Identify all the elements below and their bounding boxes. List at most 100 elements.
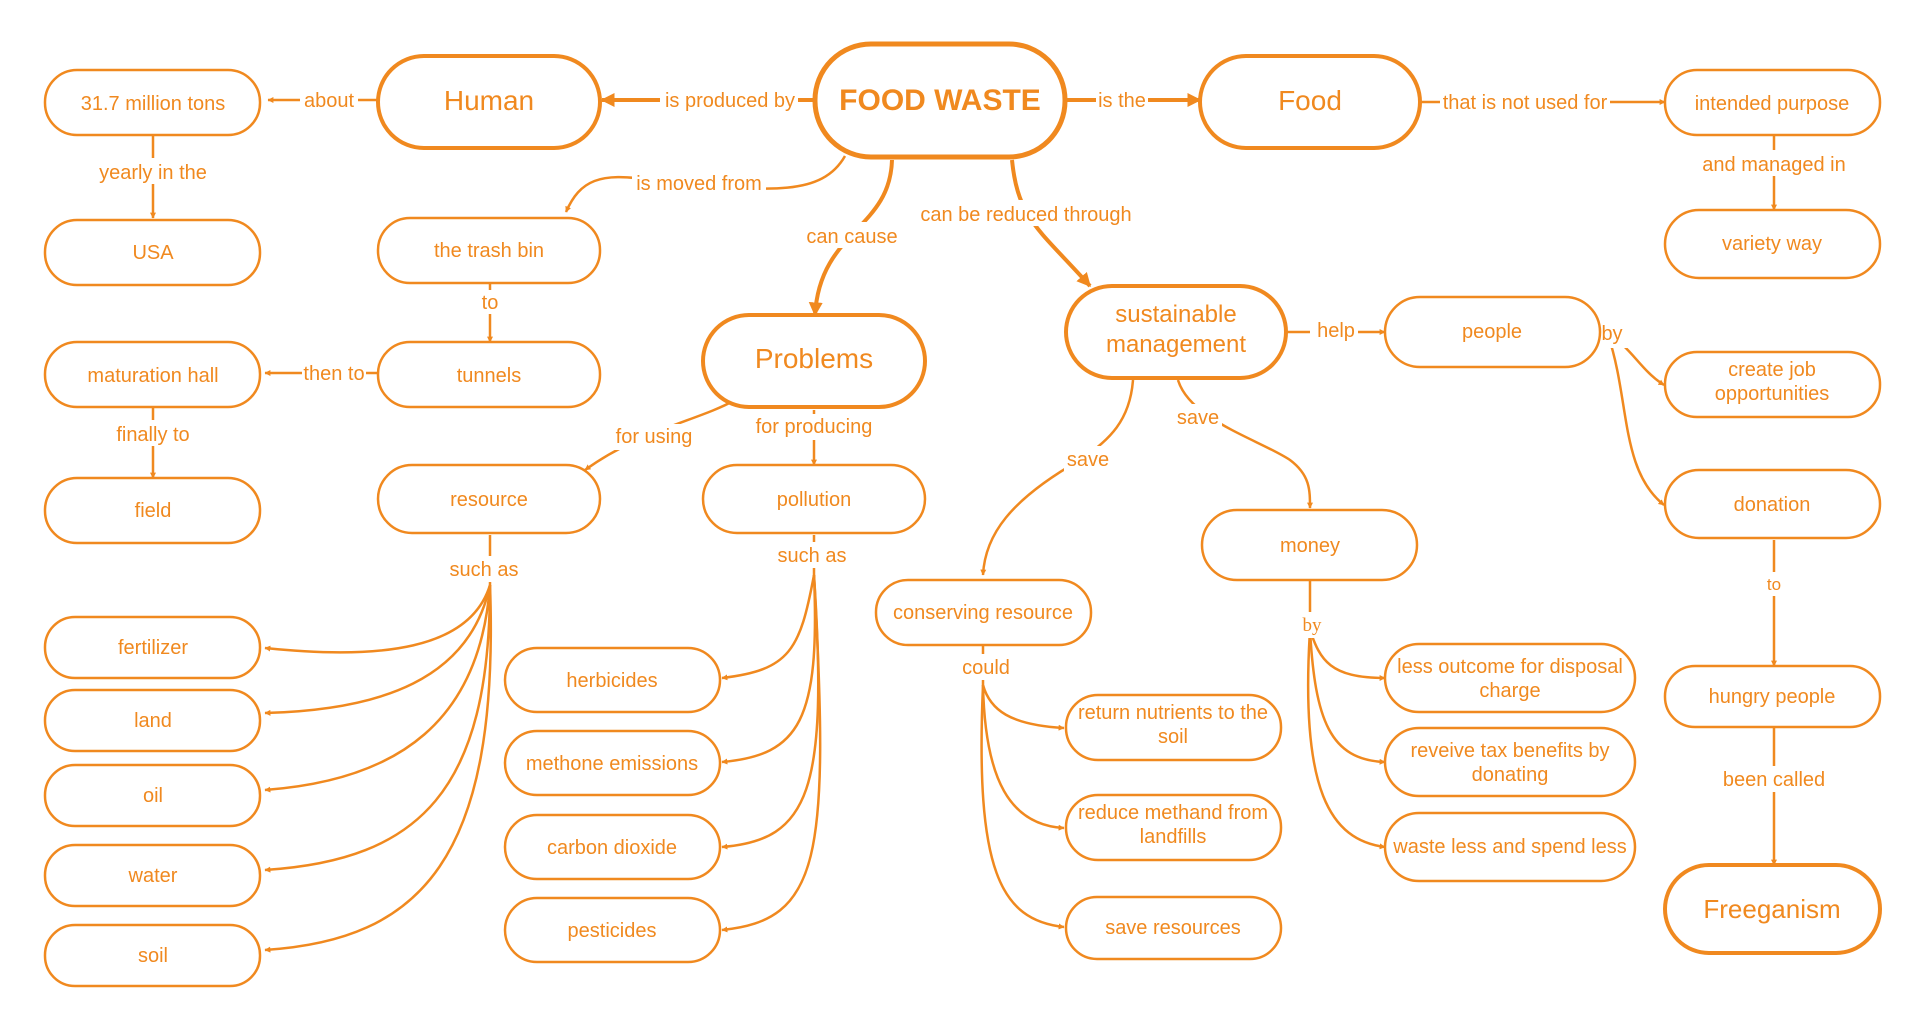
- label-such-as-resource: such as: [450, 559, 519, 581]
- label-by-money: by: [1303, 615, 1323, 636]
- text-oil: oil: [143, 785, 163, 807]
- text-freeganism: Freeganism: [1703, 894, 1840, 924]
- node-intended-purpose: [1663, 68, 1882, 137]
- node-donation: [1663, 468, 1882, 540]
- text-problems: Problems: [755, 343, 873, 374]
- label-is-the: is the: [1098, 90, 1146, 112]
- text-fertilizer: fertilizer: [118, 637, 188, 659]
- edge-could-reduce: [981, 684, 1065, 831]
- edge-resource-oil: [264, 584, 492, 793]
- node-tunnels: [376, 340, 602, 409]
- node-conserving-resource: [874, 578, 1093, 647]
- node-methone-emissions: [503, 729, 722, 797]
- edge-save-money: [1176, 379, 1313, 509]
- edge-pollution-methone: [721, 574, 817, 765]
- text-save-resources: save resources: [1105, 917, 1241, 939]
- text-trash-bin: the trash bin: [434, 240, 544, 262]
- node-tons: [43, 68, 262, 137]
- label-is-produced-by: is produced by: [665, 90, 795, 112]
- label-can-be-reduced-through: can be reduced through: [920, 204, 1131, 226]
- text-land: land: [134, 710, 172, 732]
- edge-resource-soil: [264, 584, 493, 953]
- label-finally-to: finally to: [116, 424, 189, 446]
- node-herbicides: [503, 646, 722, 714]
- text-sustainable-1: sustainable: [1115, 301, 1236, 328]
- edge-save-conserving: [980, 379, 1135, 576]
- text-food: Food: [1278, 85, 1342, 116]
- text-field: field: [135, 500, 172, 522]
- text-resource: resource: [450, 489, 528, 511]
- text-carbon-dioxide: carbon dioxide: [547, 837, 677, 859]
- node-money: [1200, 508, 1419, 582]
- label-that-is-not-used-for: that is not used for: [1443, 92, 1608, 114]
- text-soil: soil: [138, 945, 168, 967]
- node-pesticides: [503, 896, 722, 964]
- node-field: [43, 476, 262, 545]
- node-waste-less: [1383, 811, 1637, 883]
- edge-could-save: [980, 684, 1065, 930]
- label-save-right: save: [1177, 407, 1219, 429]
- edge-resource-land: [264, 584, 492, 716]
- label-is-moved-from: is moved from: [636, 173, 762, 195]
- node-land: [43, 688, 262, 753]
- node-reduce-methand: [1064, 793, 1283, 862]
- text-usa: USA: [132, 242, 174, 264]
- nodes: [43, 41, 1882, 988]
- label-for-using: for using: [616, 426, 693, 448]
- node-problems: [701, 313, 927, 409]
- text-hungry-people: hungry people: [1709, 686, 1836, 708]
- node-carbon-dioxide: [503, 813, 722, 881]
- node-food: [1198, 54, 1422, 150]
- text-money: money: [1280, 535, 1340, 557]
- label-save-left: save: [1067, 449, 1109, 471]
- label-for-producing: for producing: [756, 416, 873, 438]
- node-people: [1383, 295, 1602, 369]
- label-about: about: [304, 90, 354, 112]
- edge-resource-fertilizer: [264, 535, 492, 654]
- text-intended-purpose: intended purpose: [1695, 93, 1850, 115]
- edge-resource-water: [264, 584, 492, 873]
- node-freeganism: [1663, 863, 1882, 955]
- label-to-tunnels: to: [482, 292, 499, 314]
- label-then-to: then to: [303, 363, 364, 385]
- text-waste-less: waste less and spend less: [1392, 836, 1626, 858]
- label-been-called: been called: [1723, 769, 1825, 791]
- label-by-people: by: [1601, 323, 1622, 345]
- node-sustainable: [1064, 284, 1288, 380]
- node-hungry-people: [1663, 664, 1882, 729]
- edge-by-tax: [1308, 629, 1386, 765]
- text-food-waste: FOOD WASTE: [839, 84, 1041, 117]
- text-sustainable-2: management: [1106, 331, 1246, 358]
- text-reveive-tax-2: donating: [1472, 764, 1549, 786]
- text-methone-emissions: methone emissions: [526, 753, 698, 775]
- edge-pollution-herbicides: [721, 535, 816, 681]
- text-return-nutrients-1: return nutrients to the: [1078, 702, 1268, 724]
- text-reveive-tax-1: reveive tax benefits by: [1411, 740, 1610, 762]
- edge-by-donation: [1606, 334, 1665, 506]
- node-reveive-tax: [1383, 726, 1637, 798]
- text-create-job-2: opportunities: [1715, 383, 1830, 405]
- node-oil: [43, 763, 262, 828]
- label-can-cause: can cause: [806, 226, 897, 248]
- node-resource: [376, 463, 602, 535]
- text-return-nutrients-2: soil: [1158, 726, 1188, 748]
- node-less-outcome: [1383, 642, 1637, 714]
- label-could: could: [962, 657, 1010, 679]
- text-donation: donation: [1734, 494, 1811, 516]
- label-help: help: [1317, 320, 1355, 342]
- text-create-job-1: create job: [1728, 359, 1816, 381]
- text-tons: 31.7 million tons: [81, 93, 226, 115]
- text-variety-way: variety way: [1722, 233, 1822, 255]
- text-less-outcome-2: charge: [1479, 680, 1540, 702]
- text-pollution: pollution: [777, 489, 852, 511]
- label-yearly-in-the: yearly in the: [99, 162, 207, 184]
- text-water: water: [128, 865, 178, 887]
- node-fertilizer: [43, 615, 262, 680]
- node-human: [376, 54, 602, 150]
- node-soil: [43, 923, 262, 988]
- node-trash-bin: [376, 216, 602, 285]
- node-usa: [43, 218, 262, 287]
- node-pollution: [701, 463, 927, 535]
- node-maturation-hall: [43, 340, 262, 409]
- text-pesticides: pesticides: [568, 920, 657, 942]
